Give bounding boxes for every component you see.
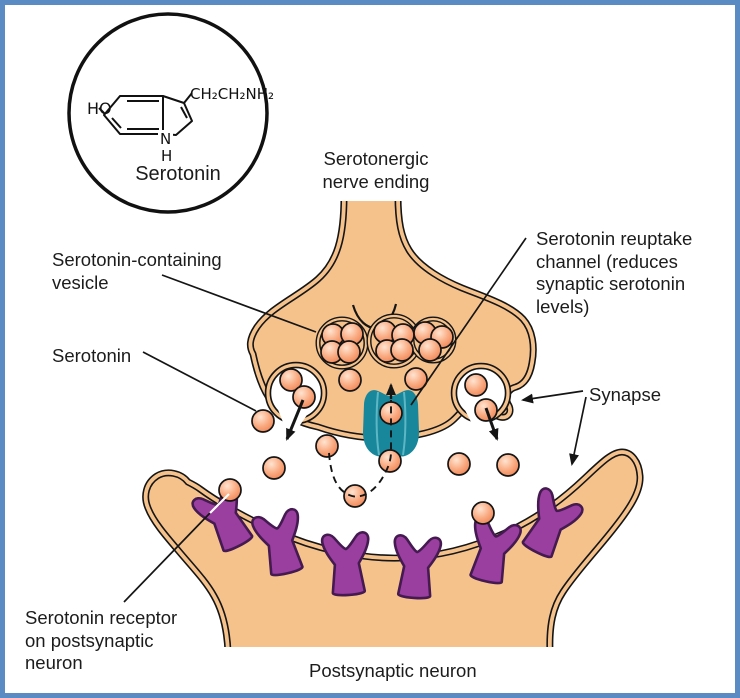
bound-serotonin: [471, 501, 495, 525]
label-vesicle: Serotonin-containing vesicle: [52, 249, 222, 293]
label-serotonin: Serotonin: [52, 345, 132, 366]
vesicle-leader: [161, 274, 317, 333]
hydroxyl-bond: [98, 107, 106, 115]
synapse-pointer-lower: [569, 396, 587, 466]
label-nitrogen: N: [158, 130, 174, 149]
receptor-leader-highlight: [209, 493, 230, 514]
label-postsynaptic: Postsynaptic neuron: [309, 660, 477, 681]
side-chain-bond: [183, 92, 193, 104]
molecule-inset: [67, 12, 269, 214]
label-side-chain: CH₂CH₂NH₂: [190, 85, 275, 103]
synapse-pointer-upper: [521, 390, 584, 404]
label-reuptake-channel: Serotonin reuptake channel (reduces syna…: [536, 228, 693, 317]
serotonin-leader: [142, 351, 257, 412]
receptor-leader: [123, 512, 211, 603]
label-hydrogen: H: [161, 147, 173, 165]
bound-serotonin: [218, 478, 242, 502]
label-molecule-name: Serotonin: [135, 163, 221, 185]
release-arrow-right: [484, 407, 499, 441]
leader-lines: [123, 237, 587, 603]
benzene-ring: [103, 95, 164, 135]
label-synapse: Synapse: [589, 384, 661, 405]
postsynaptic-neuron-shape: [146, 452, 640, 659]
label-receptor: Serotonin receptor on postsynaptic neuro…: [25, 607, 178, 674]
label-nerve-ending: Serotonergic nerve ending: [322, 148, 430, 192]
release-arrow-left: [285, 399, 305, 441]
release-and-reuptake-arrows: [285, 383, 499, 498]
inset-circle: [67, 12, 269, 214]
reuptake-leader: [410, 237, 527, 406]
label-hydroxyl: HO: [87, 99, 112, 118]
reuptake-dashed-path: [328, 400, 392, 498]
